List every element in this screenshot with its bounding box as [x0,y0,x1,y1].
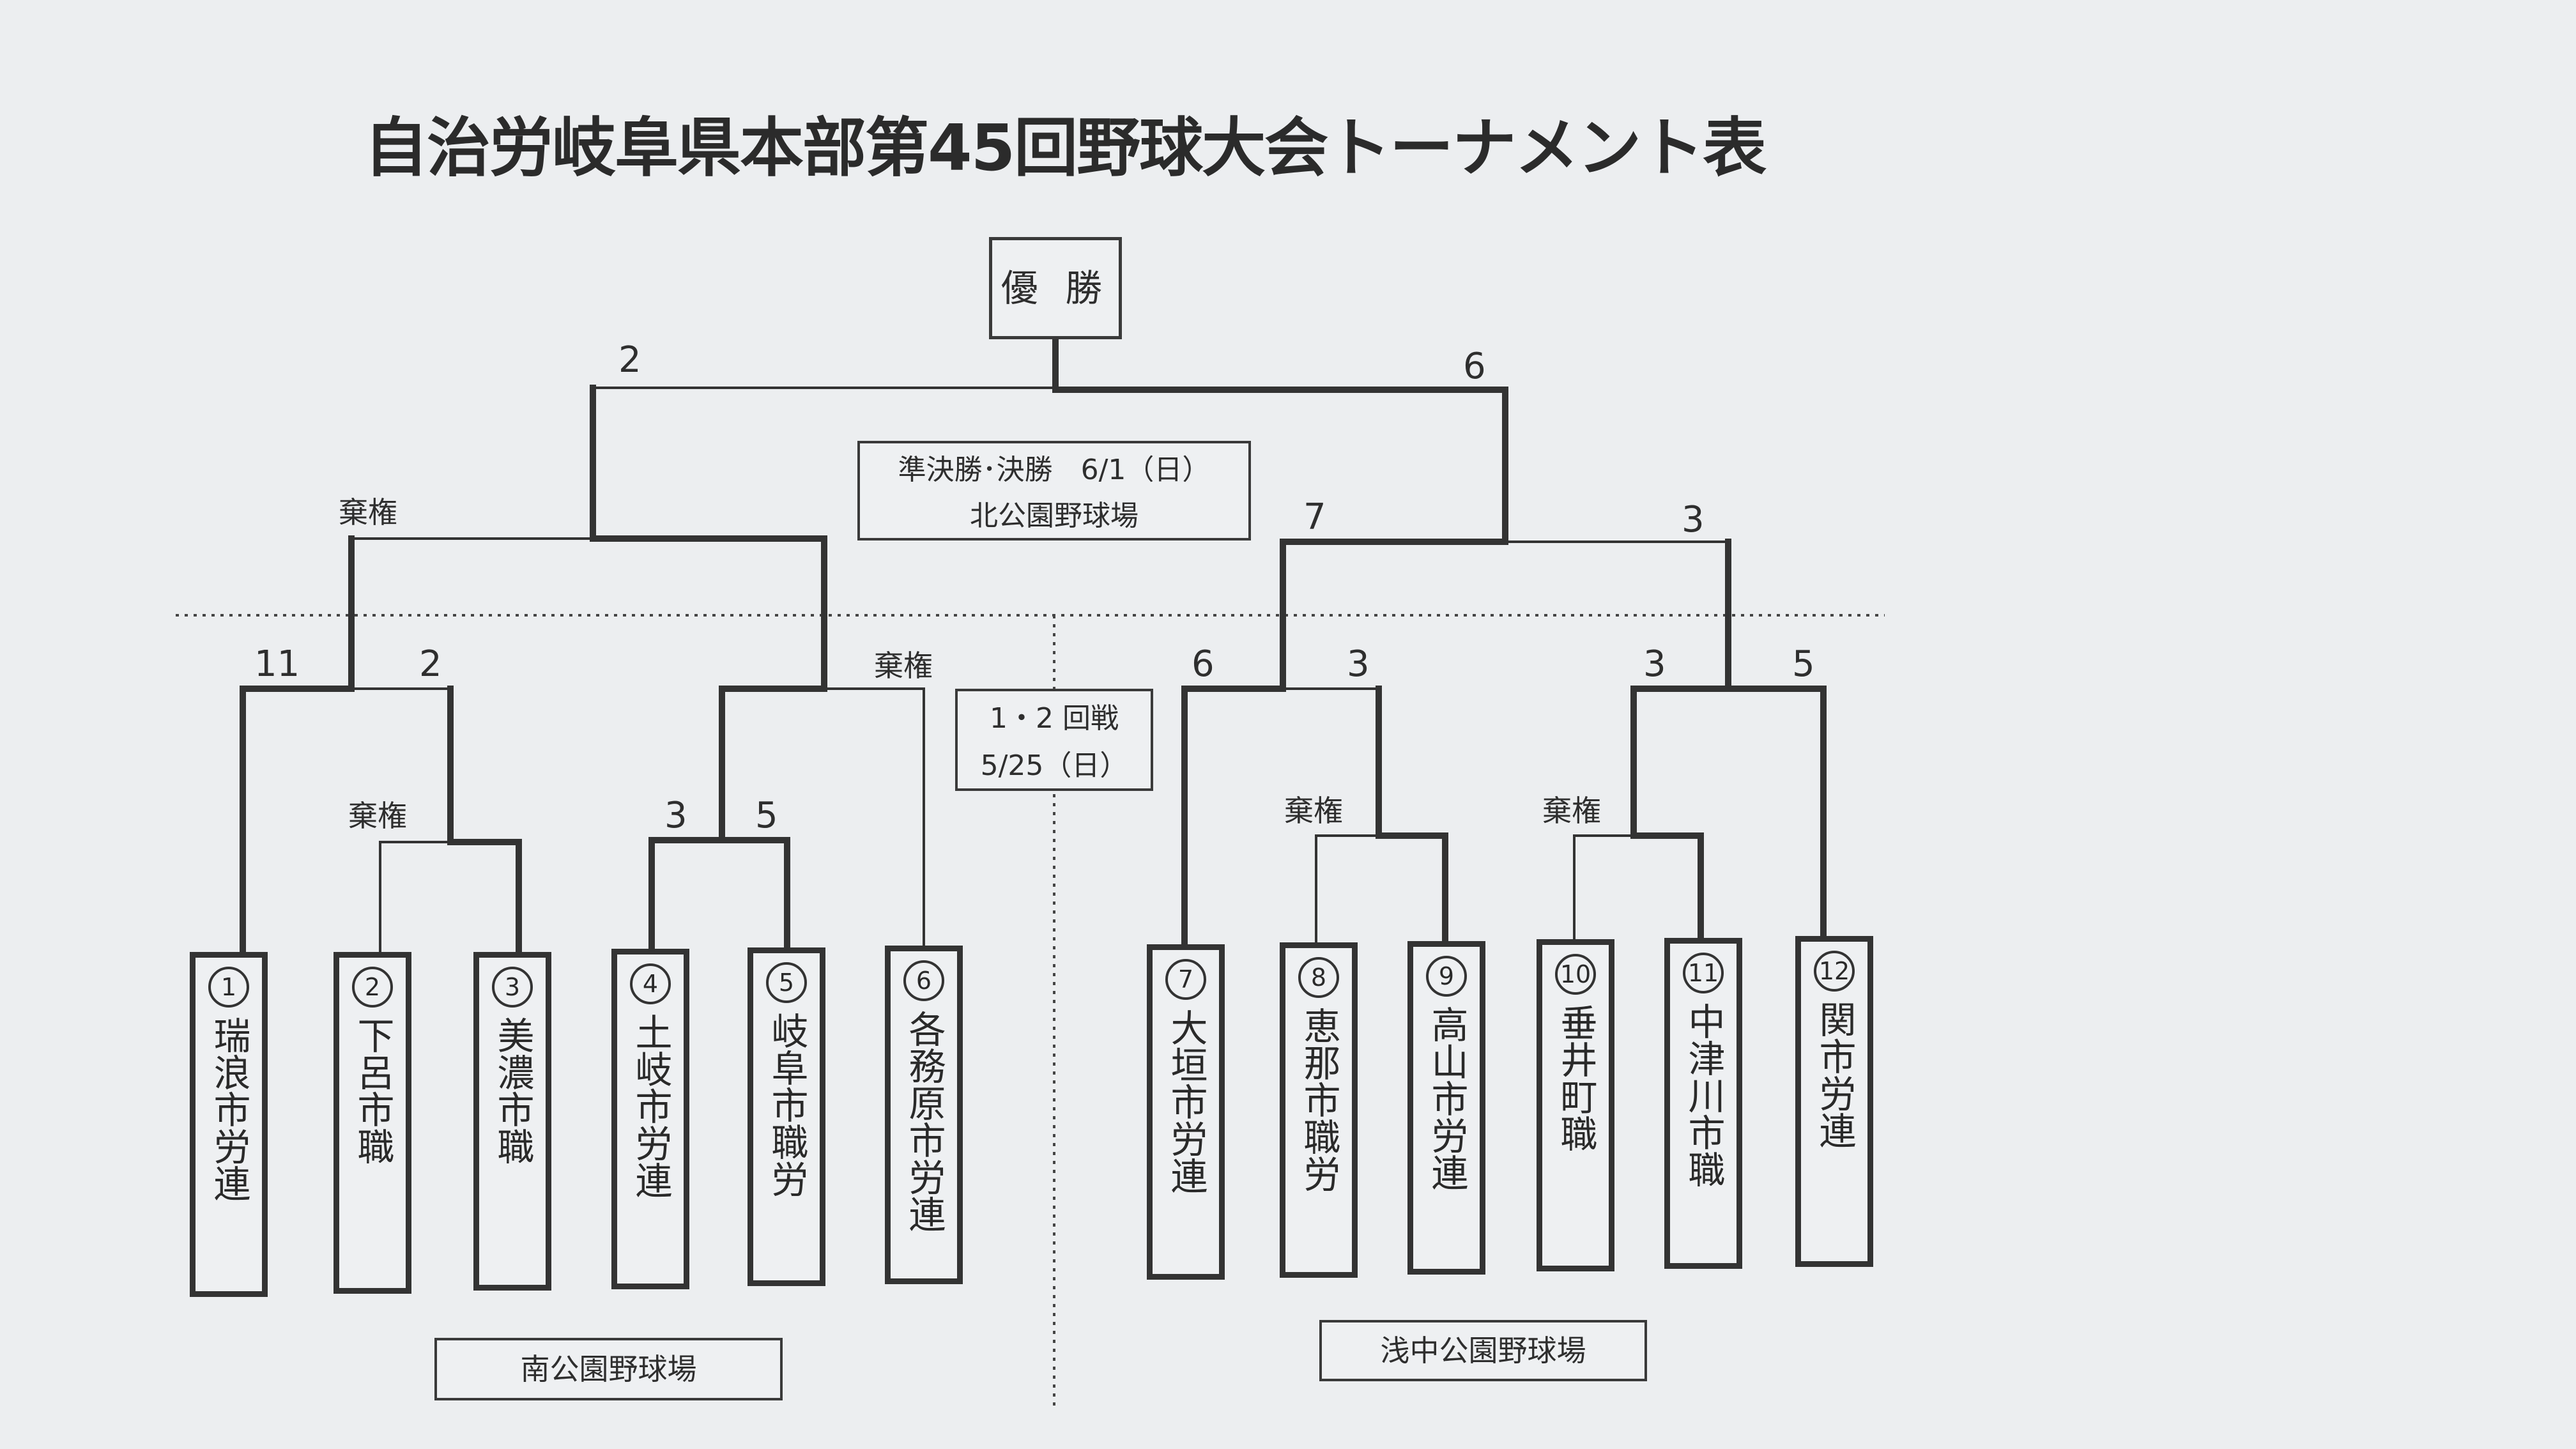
semi-right-a-line [1280,539,1508,692]
team-number: 11 [1683,953,1724,993]
q2-left-line [719,686,827,843]
r1c-line [1315,834,1380,950]
team-box: 5 岐阜市職労 [747,947,825,1286]
team-box: 8 恵那市職労 [1280,942,1358,1278]
team-number: 5 [766,962,807,1003]
score-r1b-left: 3 [664,795,687,836]
champion-label: 優 勝 [1000,266,1110,310]
score-final-left: 2 [618,339,641,381]
venue-south-label: 南公園野球場 [520,1352,697,1386]
semifinal-info-box: 準決勝･決勝 6/1（日） 北公園野球場 [857,441,1251,540]
team-box: 2 下呂市職 [334,952,411,1294]
team-box: 3 美濃市職 [473,952,551,1291]
team-box: 12 関市労連 [1795,936,1873,1267]
score-q4-right: 5 [1792,643,1815,685]
team-number: 1 [208,967,249,1008]
r1a-win-line [447,839,522,958]
team-number: 3 [492,967,533,1008]
round12-date: 5/25（日） [980,749,1128,782]
team-name: 岐阜市職労 [765,1012,809,1197]
team-number: 4 [630,963,671,1004]
team-box: 4 土岐市労連 [611,949,689,1289]
team-name: 恵那市職労 [1297,1007,1341,1192]
score-semi-left-top: 棄権 [339,495,397,530]
round12-info-box: 1・2 回戦 5/25（日） [955,689,1153,791]
score-semi-right-left: 7 [1303,496,1326,538]
team-name: 中津川市職 [1682,1002,1726,1188]
semi-left-b-line [590,535,827,692]
venue-asanaka-label: 浅中公園野球場 [1380,1333,1586,1368]
team-number: 7 [1165,959,1206,1000]
team-name: 各務原市労連 [902,1010,946,1232]
r1b-right-line [719,837,790,955]
q2-right-line [823,687,925,956]
team-box: 1 瑞浪市労連 [190,952,268,1297]
score-q1-left: 11 [254,643,300,685]
team-number: 2 [352,967,393,1008]
venue-asanaka-box: 浅中公園野球場 [1319,1320,1647,1381]
score-r1d: 棄権 [1542,793,1601,828]
page-title: 自治労岐阜県本部第45回野球大会トーナメント表 [364,111,1767,185]
score-final-right: 6 [1463,346,1486,387]
team-box: 6 各務原市労連 [885,946,963,1284]
team-box: 9 高山市労連 [1407,941,1485,1275]
team-name: 関市労連 [1813,1000,1857,1149]
score-q1-right: 2 [419,643,442,685]
venue-south-box: 南公園野球場 [434,1338,783,1400]
semi-left-a-line [350,537,594,690]
r1c-win-line [1376,832,1448,952]
q4-left-line [1630,686,1731,839]
semifinal-venue: 北公園野球場 [970,500,1138,532]
team-name: 瑞浪市労連 [207,1016,251,1202]
team-number: 8 [1298,957,1339,998]
team-name: 垂井町職 [1554,1004,1598,1152]
final-right-line [1052,387,1508,545]
team-name: 美濃市職 [491,1016,535,1165]
score-r1c: 棄権 [1284,793,1343,828]
q3-left-line [1181,686,1286,952]
r1d-line [1573,834,1635,947]
team-number: 12 [1814,951,1855,992]
team-name: 下呂市職 [351,1016,395,1165]
champion-box: 優 勝 [989,237,1122,339]
r1a-line [379,841,452,956]
team-name: 土岐市労連 [629,1013,673,1199]
team-number: 6 [903,960,944,1001]
q1-left-line [240,686,355,958]
team-name: 大垣市労連 [1164,1009,1208,1194]
team-box: 11 中津川市職 [1664,938,1742,1269]
r1d-win-line [1630,832,1704,949]
round12-label: 1・2 回戦 [990,702,1119,735]
team-number: 9 [1426,956,1467,997]
team-number: 10 [1555,954,1596,995]
score-r1a: 棄権 [348,799,407,833]
semifinal-date: 準決勝･決勝 6/1（日） [898,454,1211,486]
score-q2-right: 棄権 [874,648,933,683]
score-r1b-right: 5 [755,795,778,836]
team-box: 7 大垣市労連 [1147,944,1225,1280]
team-name: 高山市労連 [1425,1006,1469,1191]
score-q3-right: 3 [1347,643,1370,685]
r1b-left-line [648,837,725,955]
team-box: 10 垂井町職 [1537,939,1614,1271]
score-q3-left: 6 [1192,643,1215,685]
q4-right-line [1725,686,1827,949]
score-q4-left: 3 [1643,643,1666,685]
score-semi-right-right: 3 [1682,499,1705,540]
